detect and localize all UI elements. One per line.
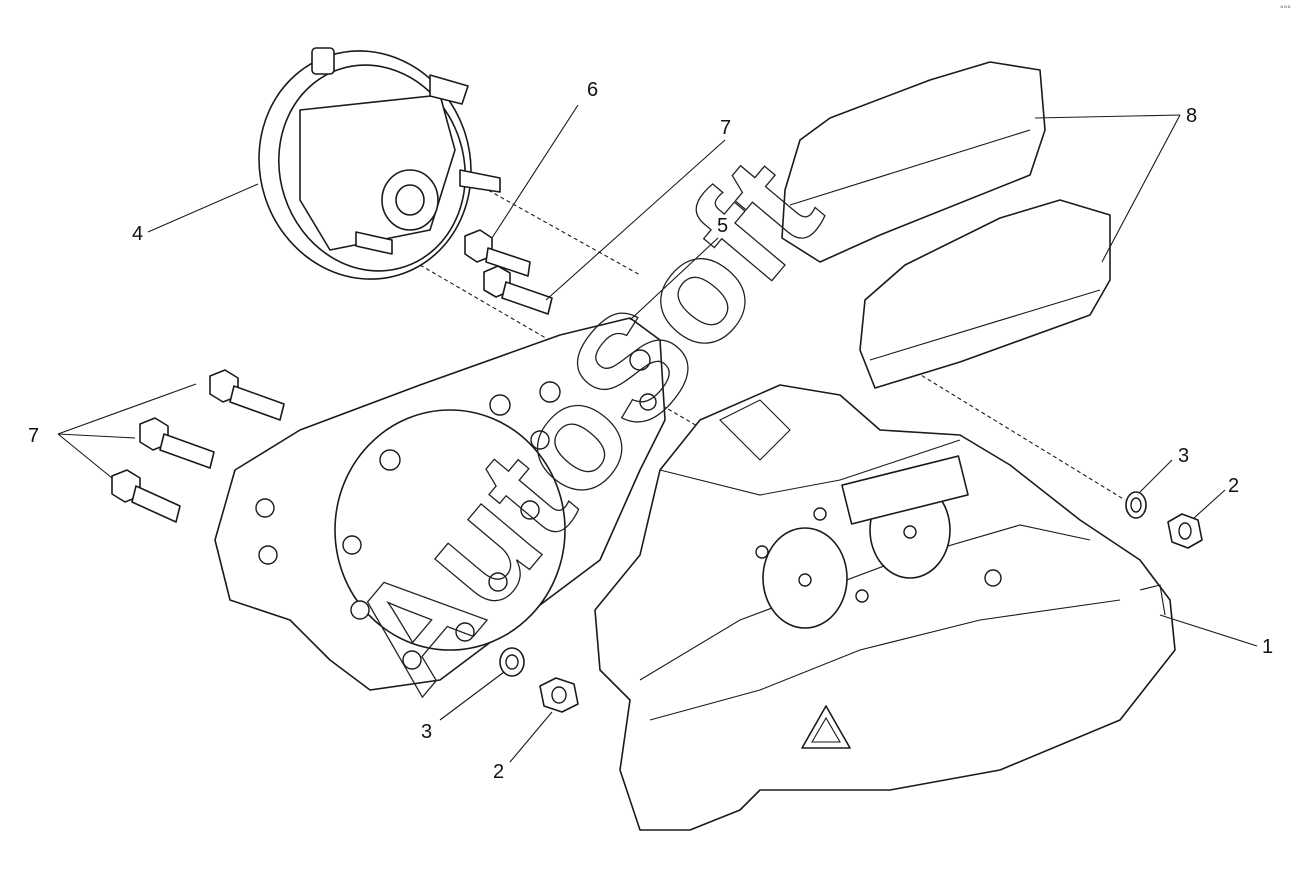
brake-caliper [594, 384, 1176, 831]
nut-bottom [539, 677, 579, 713]
callout-brake-pads: 8 [1186, 105, 1197, 127]
callout-washer-right: 3 [1178, 445, 1189, 467]
carrier-bolt [139, 417, 215, 469]
corner-mark: °°° [1280, 4, 1291, 14]
callout-nut-right: 2 [1228, 475, 1239, 497]
washer-right [1125, 491, 1147, 519]
chamber-bolt [483, 265, 553, 315]
callout-brake-chamber: 4 [132, 223, 143, 245]
callout-washer-bottom: 3 [421, 721, 432, 743]
callout-labels: 4 6 7 5 8 7 3 2 1 3 2 [28, 79, 1273, 783]
nut-right [1167, 513, 1203, 549]
carrier-bolts [111, 369, 285, 523]
assembly-axis-lines [419, 179, 1126, 501]
carrier-bolt [111, 469, 181, 523]
callout-carrier-bolts: 7 [28, 425, 39, 447]
carrier-bracket [214, 317, 666, 691]
chamber-nut [464, 229, 531, 277]
carrier-bolt [209, 369, 285, 421]
callout-chamber-nut: 6 [587, 79, 598, 101]
callout-brake-caliper: 1 [1262, 636, 1273, 658]
brake-chamber [258, 47, 501, 280]
callout-nut-bottom: 2 [493, 761, 504, 783]
washer-bottom [499, 647, 525, 677]
callout-chamber-bolt: 7 [720, 117, 731, 139]
callout-carrier-bracket: 5 [717, 215, 728, 237]
leader-lines [57, 104, 1258, 763]
brake-pads [781, 61, 1111, 389]
